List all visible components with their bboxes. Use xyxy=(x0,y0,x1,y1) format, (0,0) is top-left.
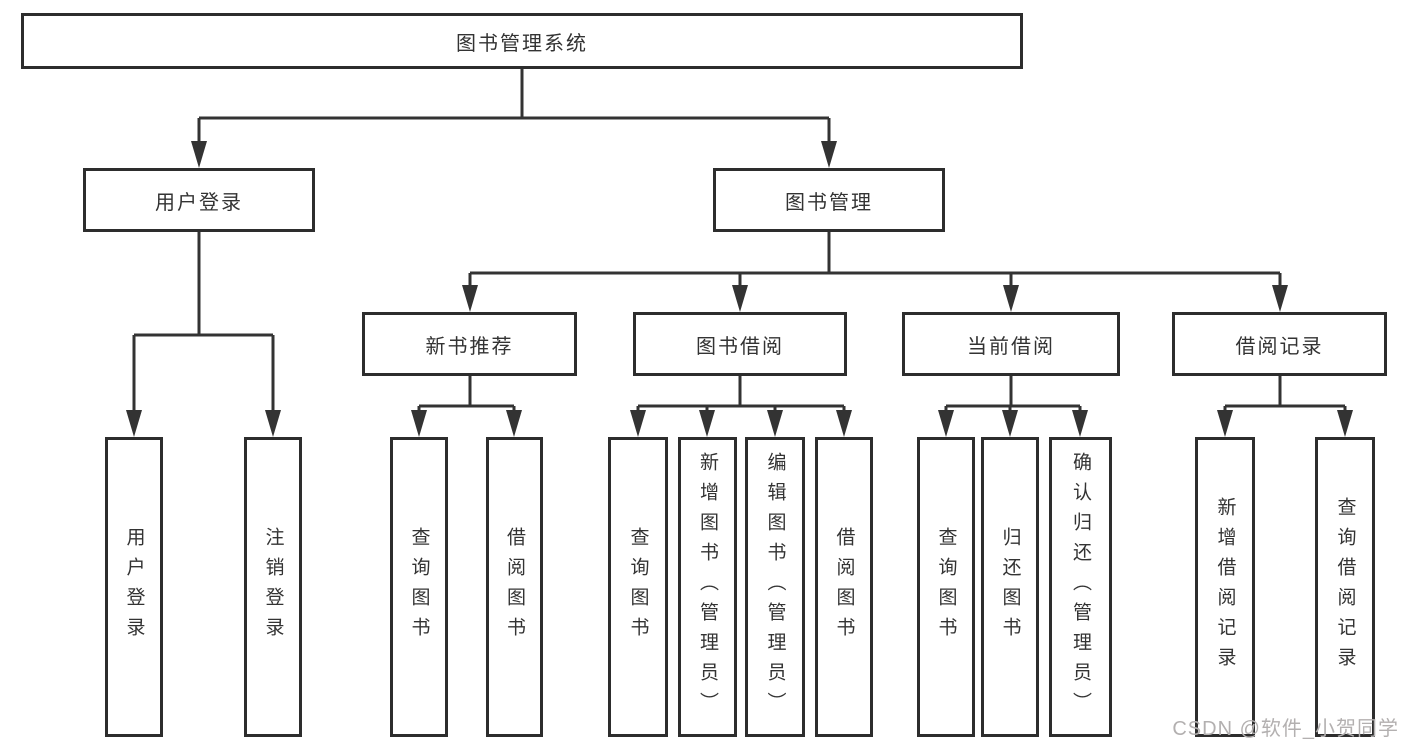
node-label: 新增借阅记录 xyxy=(1214,497,1236,677)
node-library-management-system: 图书管理系统 xyxy=(21,13,1023,69)
arrow-icon xyxy=(1002,410,1018,437)
node-leaf-search-borrow-record: 查询借阅记录 xyxy=(1315,437,1375,737)
node-label: 图书管理 xyxy=(785,191,873,214)
node-book-management: 图书管理 xyxy=(713,168,945,232)
arrow-icon xyxy=(732,285,748,312)
node-leaf-logout: 注销登录 xyxy=(244,437,302,737)
watermark: CSDN @软件_小贺同学 xyxy=(1172,718,1399,740)
node-label: 图书借阅 xyxy=(696,335,784,358)
node-label: 归还图书 xyxy=(999,527,1021,647)
node-leaf-return-books: 归还图书 xyxy=(981,437,1039,737)
arrow-icon xyxy=(630,410,646,437)
arrow-icon xyxy=(1003,285,1019,312)
node-leaf-confirm-return-admin: 确认归还（管理员） xyxy=(1049,437,1112,737)
arrow-icon xyxy=(836,410,852,437)
node-label: 新增图书（管理员） xyxy=(697,452,718,722)
node-user-login: 用户登录 xyxy=(83,168,315,232)
arrow-icon xyxy=(126,410,142,437)
arrow-icon xyxy=(1272,285,1288,312)
node-leaf-user-login: 用户登录 xyxy=(105,437,163,737)
arrow-icon xyxy=(821,141,837,168)
arrow-icon xyxy=(938,410,954,437)
arrow-icon xyxy=(462,285,478,312)
node-leaf-edit-book-admin: 编辑图书（管理员） xyxy=(745,437,805,737)
node-leaf-add-book-admin: 新增图书（管理员） xyxy=(678,437,737,737)
node-label: 当前借阅 xyxy=(967,335,1055,358)
connector-book-mgmt-to-level3 xyxy=(468,232,1282,290)
node-leaf-borrow-books-borrowing: 借阅图书 xyxy=(815,437,873,737)
connector-user-login-to-leaves xyxy=(132,232,275,415)
node-label: 编辑图书（管理员） xyxy=(764,452,786,722)
arrow-icon xyxy=(411,410,427,437)
connector-current-to-leaves xyxy=(944,376,1082,415)
node-label: 查询图书 xyxy=(408,527,430,647)
arrow-icon xyxy=(767,410,783,437)
node-label: 借阅图书 xyxy=(833,527,855,647)
node-label: 图书管理系统 xyxy=(456,32,588,55)
arrow-icon xyxy=(1072,410,1088,437)
connector-root-to-level2 xyxy=(197,69,831,146)
arrow-icon xyxy=(1337,410,1353,437)
connector-records-to-leaves xyxy=(1223,376,1347,415)
node-borrowing-records: 借阅记录 xyxy=(1172,312,1387,376)
node-label: 借阅图书 xyxy=(504,527,525,647)
connector-borrowing-to-leaves xyxy=(636,376,846,415)
node-label: 注销登录 xyxy=(262,527,284,647)
node-leaf-borrow-books-recommend: 借阅图书 xyxy=(486,437,543,737)
node-label: 新书推荐 xyxy=(425,335,514,358)
node-leaf-search-books-current: 查询图书 xyxy=(917,437,975,737)
node-label: 借阅记录 xyxy=(1235,335,1324,358)
node-label: 用户登录 xyxy=(123,527,145,647)
arrow-icon xyxy=(506,410,522,437)
node-book-borrowing: 图书借阅 xyxy=(633,312,847,376)
node-label: 查询图书 xyxy=(935,527,957,647)
arrow-icon xyxy=(265,410,281,437)
connector-newbook-to-leaves xyxy=(417,376,516,415)
node-label: 查询借阅记录 xyxy=(1334,497,1356,677)
node-leaf-search-books-recommend: 查询图书 xyxy=(390,437,448,737)
node-leaf-search-books-borrowing: 查询图书 xyxy=(608,437,668,737)
arrow-icon xyxy=(699,410,715,437)
node-new-book-recommendation: 新书推荐 xyxy=(362,312,577,376)
node-label: 查询图书 xyxy=(627,527,649,647)
arrow-icon xyxy=(1217,410,1233,437)
node-leaf-add-borrow-record: 新增借阅记录 xyxy=(1195,437,1255,737)
node-label: 确认归还（管理员） xyxy=(1070,452,1091,722)
node-label: 用户登录 xyxy=(155,191,243,214)
node-current-borrowing: 当前借阅 xyxy=(902,312,1120,376)
arrow-icon xyxy=(191,141,207,168)
